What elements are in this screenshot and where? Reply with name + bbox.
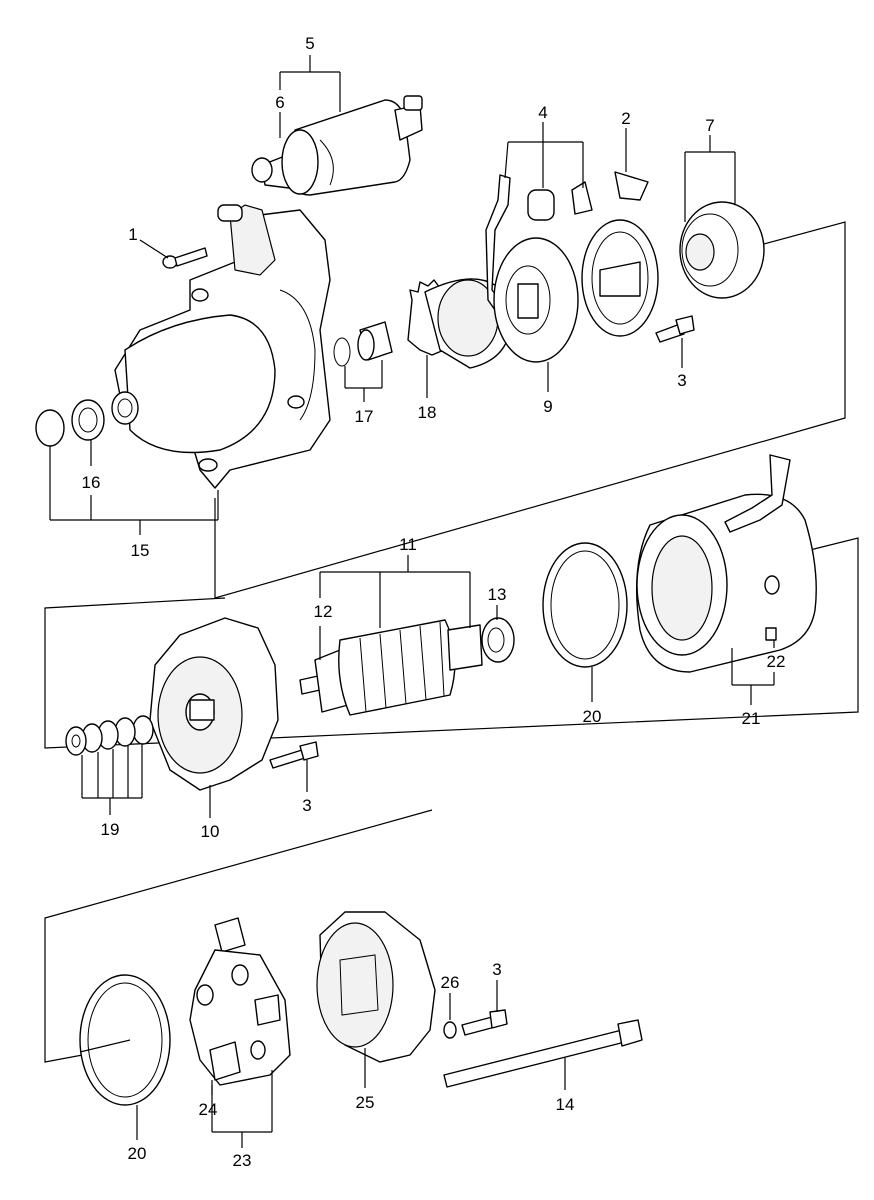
callout-3-bottom: 3: [492, 960, 501, 979]
o-ring-part-20b: [79, 974, 171, 1106]
callout-23: 23: [233, 1151, 252, 1170]
callout-3-middle: 3: [302, 796, 311, 815]
washer-part-26: [443, 1021, 457, 1039]
field-housing-part-21: [635, 454, 817, 673]
planetary-cover-part-2: [581, 171, 659, 337]
bushing-part-16: [35, 399, 105, 447]
callout-9: 9: [543, 397, 552, 416]
o-ring-part-20a: [542, 542, 628, 668]
callout-12: 12: [314, 602, 333, 621]
armature-part-11: [299, 619, 483, 716]
through-bolt-part-14: [443, 1019, 643, 1088]
callout-15: 15: [131, 541, 150, 560]
pinion-drive-part-18: [407, 278, 511, 369]
callout-1: 1: [128, 225, 137, 244]
lever-part-4: [485, 174, 593, 311]
callout-26: 26: [441, 973, 460, 992]
callout-labels: 5 6 1 4 2 7 3 9 18 17 16 15 11 12 13 20 …: [82, 34, 786, 1170]
end-cap-part-25: [316, 911, 436, 1063]
callout-24: 24: [199, 1100, 218, 1119]
bearing-plate-part-9: [493, 237, 579, 363]
solenoid-part: [251, 95, 423, 196]
callout-6: 6: [275, 93, 284, 112]
callout-2: 2: [621, 109, 630, 128]
callout-16: 16: [82, 473, 101, 492]
callout-21: 21: [742, 709, 761, 728]
screw-part-1: [162, 247, 208, 269]
frame-middle: [44, 537, 859, 749]
callout-19: 19: [101, 820, 120, 839]
bolt-part-3c: [461, 1009, 508, 1036]
callout-14: 14: [556, 1095, 575, 1114]
callout-20-middle: 20: [583, 707, 602, 726]
callout-3-top: 3: [677, 371, 686, 390]
callout-22: 22: [767, 652, 786, 671]
callout-4: 4: [538, 103, 547, 122]
brush-holder-part-23: [189, 917, 291, 1086]
bolt-part-3b: [269, 741, 319, 769]
bolt-part-3a: [655, 315, 695, 343]
callout-13: 13: [488, 585, 507, 604]
frame-top: [214, 221, 846, 599]
washers-part-19: [65, 715, 154, 756]
drive-housing-part: [111, 204, 331, 489]
callout-20-bottom: 20: [128, 1144, 147, 1163]
callout-5: 5: [305, 34, 314, 53]
commutator-housing-part-10: [149, 617, 279, 791]
leader-lines: [49, 55, 775, 1148]
callout-11: 11: [399, 535, 417, 554]
callout-7: 7: [705, 116, 714, 135]
callout-18: 18: [418, 403, 437, 422]
ball-bearing-part-13: [481, 617, 515, 663]
ring-gear-part-7: [679, 201, 765, 299]
ring-bushing-part-17: [333, 321, 393, 367]
callout-17: 17: [355, 407, 374, 426]
callout-25: 25: [356, 1093, 375, 1112]
callout-10: 10: [201, 822, 220, 841]
